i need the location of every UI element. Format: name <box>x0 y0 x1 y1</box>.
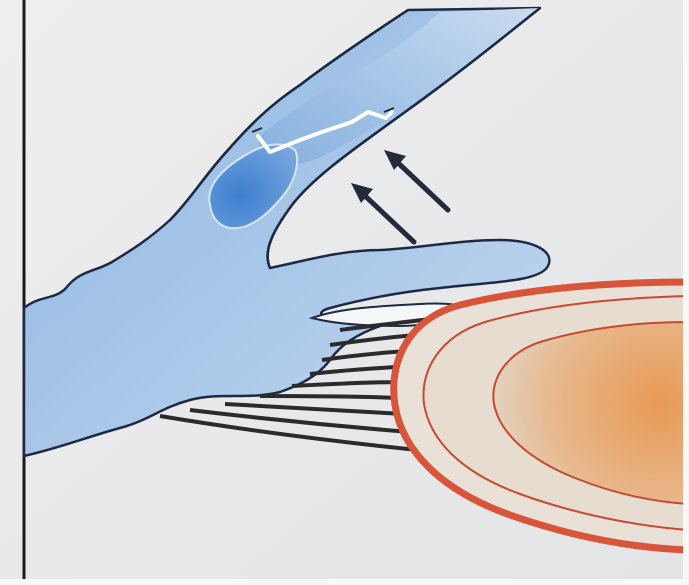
scan-edge-bottom <box>0 579 689 585</box>
scan-edge-right <box>683 0 689 585</box>
